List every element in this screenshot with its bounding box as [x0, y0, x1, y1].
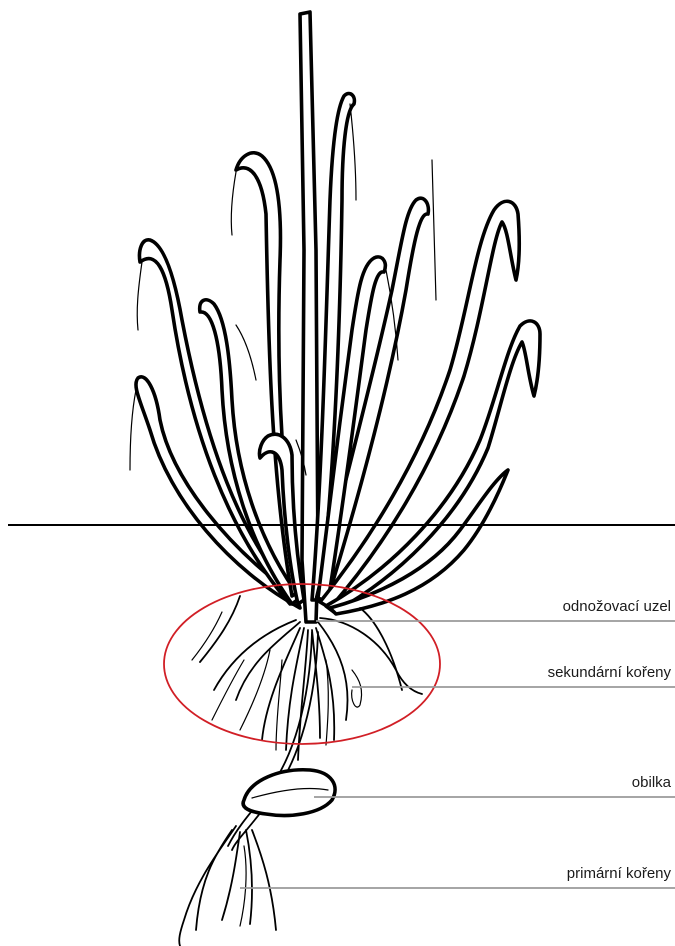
plant-shoot: [130, 12, 540, 622]
label-tillering-node: odnožovací uzel: [563, 598, 671, 615]
label-grain: obilka: [632, 774, 672, 791]
label-primary-roots: primární kořeny: [567, 865, 672, 882]
grain: [243, 770, 335, 816]
label-secondary-roots: sekundární kořeny: [548, 664, 672, 681]
primary-roots: [179, 826, 276, 946]
labels: odnožovací uzel sekundární kořeny obilka…: [548, 598, 672, 882]
tillering-zone-ellipse: [164, 584, 440, 744]
